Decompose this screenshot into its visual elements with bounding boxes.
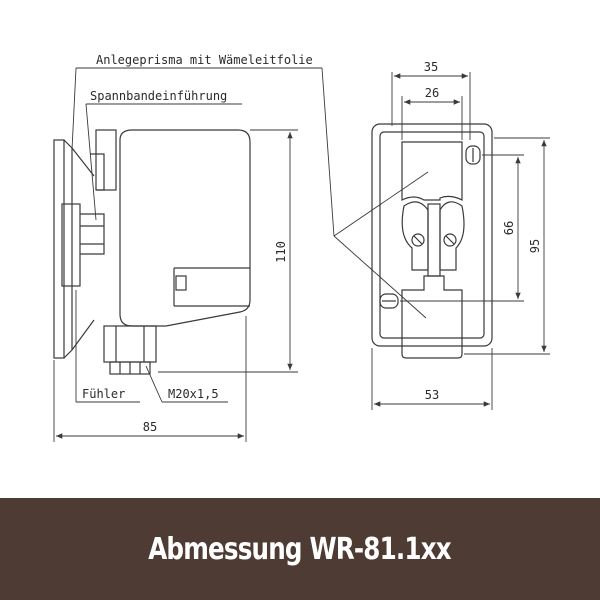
caption-bar: Abmessung WR-81.1xx bbox=[0, 498, 600, 600]
leader-thread bbox=[145, 365, 228, 403]
dim-label-35: 35 bbox=[424, 60, 438, 74]
front-view bbox=[371, 123, 493, 359]
caption-title: Abmessung WR-81.1xx bbox=[148, 531, 452, 567]
leader-anlegeprisma bbox=[71, 67, 429, 319]
mounting-hole-bottom bbox=[379, 293, 399, 309]
dimension-drawing-svg: Anlegeprisma mit Wämeleitfolie Spannband… bbox=[53, 53, 550, 442]
dim-front-width bbox=[371, 348, 493, 410]
screw-left bbox=[411, 233, 425, 247]
housing bbox=[119, 129, 251, 327]
sensor-connector bbox=[103, 325, 157, 363]
dim-front-height bbox=[464, 137, 550, 355]
dim-top-width-inner bbox=[401, 96, 463, 140]
label-fuehler: Fühler bbox=[82, 387, 125, 401]
leader-fuehler bbox=[75, 290, 140, 403]
mounting-plate bbox=[53, 139, 65, 359]
dim-label-66: 66 bbox=[502, 221, 516, 235]
leader-spannband bbox=[85, 103, 242, 221]
mounting-hole-top bbox=[465, 145, 481, 165]
dim-label-53: 53 bbox=[425, 388, 439, 402]
dim-hole-spacing bbox=[400, 154, 524, 302]
front-housing bbox=[371, 123, 493, 347]
prism-block bbox=[61, 203, 81, 287]
dim-label-95: 95 bbox=[528, 239, 542, 253]
label-thread: M20x1,5 bbox=[168, 387, 219, 401]
dim-top-width-outer bbox=[391, 72, 471, 140]
strap-guide bbox=[80, 213, 105, 255]
label-anlegeprisma: Anlegeprisma mit Wämeleitfolie bbox=[96, 53, 313, 67]
side-view bbox=[53, 129, 251, 375]
dim-height-side bbox=[158, 129, 298, 373]
screw-right bbox=[443, 233, 457, 247]
dim-label-85: 85 bbox=[143, 420, 157, 434]
label-spannband: Spannbandeinführung bbox=[90, 89, 227, 103]
dim-label-110: 110 bbox=[274, 241, 288, 263]
dim-label-26: 26 bbox=[425, 86, 439, 100]
technical-drawing: Anlegeprisma mit Wämeleitfolie Spannband… bbox=[53, 53, 550, 442]
dim-width-side bbox=[53, 316, 247, 442]
